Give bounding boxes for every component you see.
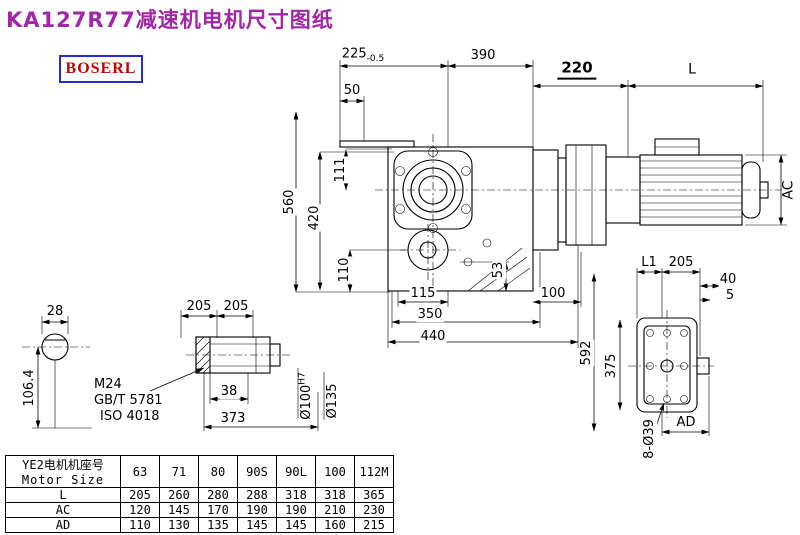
dim-AD: AD bbox=[675, 415, 697, 431]
motor-side-view bbox=[532, 138, 769, 251]
table-row-AC: AC 120 145 170 190 190 210 230 bbox=[5, 502, 394, 518]
note-gbt-5781: GB/T 5781 bbox=[94, 393, 163, 408]
value-L-71: 260 bbox=[159, 487, 199, 503]
dim-205-c: 205 bbox=[667, 255, 695, 271]
dim-220: 220 bbox=[557, 60, 597, 80]
dim-L: L bbox=[687, 61, 697, 78]
dim-40: 40 bbox=[718, 272, 738, 288]
dim-phi100-tolerance: H7 bbox=[297, 372, 308, 385]
note-m24: M24 bbox=[94, 377, 122, 392]
dim-375: 375 bbox=[604, 352, 620, 380]
value-AC-112M: 230 bbox=[354, 502, 394, 518]
motor-size-table: YE2电机机座号 Motor Size 63 71 80 90S 90L 100… bbox=[5, 455, 394, 533]
motor-size-90L: 90L bbox=[276, 455, 316, 488]
table-row-AD: AD 110 130 135 145 145 160 215 bbox=[5, 517, 394, 533]
dim-8-phi39: 8-Ø39 bbox=[642, 418, 658, 460]
value-L-90L: 318 bbox=[276, 487, 316, 503]
dim-225-value: 225 bbox=[341, 46, 367, 62]
note-iso-4018: ISO 4018 bbox=[100, 409, 160, 424]
dim-350: 350 bbox=[416, 307, 444, 323]
dim-225-tolerance: -0.5 bbox=[366, 54, 385, 65]
dim-115: 115 bbox=[409, 286, 437, 302]
value-L-80: 280 bbox=[198, 487, 238, 503]
dim-53: 53 bbox=[491, 260, 507, 280]
dim-205-b: 205 bbox=[222, 299, 250, 315]
dim-106-4: 106.4 bbox=[22, 368, 38, 408]
value-L-63: 205 bbox=[120, 487, 160, 503]
value-AD-100: 160 bbox=[315, 517, 355, 533]
dim-28: 28 bbox=[45, 304, 65, 320]
dim-50: 50 bbox=[342, 83, 362, 99]
dim-38: 38 bbox=[219, 384, 239, 400]
motor-size-112M: 112M bbox=[354, 455, 394, 488]
value-AC-71: 145 bbox=[159, 502, 199, 518]
table-row-L: L 205 260 280 288 318 318 365 bbox=[5, 487, 394, 503]
motor-size-71: 71 bbox=[159, 455, 199, 488]
value-L-100: 318 bbox=[315, 487, 355, 503]
motor-size-63: 63 bbox=[120, 455, 160, 488]
page-title: KA127R77减速机电机尺寸图纸 bbox=[6, 8, 334, 32]
value-AC-100: 210 bbox=[315, 502, 355, 518]
dim-111: 111 bbox=[333, 156, 349, 184]
dimension-lines bbox=[35, 63, 784, 435]
dim-phi135: Ø135 bbox=[325, 382, 341, 420]
dim-560: 560 bbox=[282, 188, 298, 216]
value-AC-80: 170 bbox=[198, 502, 238, 518]
value-L-112M: 365 bbox=[354, 487, 394, 503]
extension-lines bbox=[32, 60, 787, 436]
value-AD-80: 135 bbox=[198, 517, 238, 533]
table-header-row: YE2电机机座号 Motor Size 63 71 80 90S 90L 100… bbox=[5, 455, 394, 488]
value-AC-63: 120 bbox=[120, 502, 160, 518]
value-AD-63: 110 bbox=[120, 517, 160, 533]
dim-225: 225-0.5 bbox=[340, 46, 386, 65]
row-label-AD: AD bbox=[5, 517, 121, 533]
brand-logo: BOSERL bbox=[59, 55, 143, 83]
value-AD-112M: 215 bbox=[354, 517, 394, 533]
value-AD-90L: 145 bbox=[276, 517, 316, 533]
motor-size-100: 100 bbox=[315, 455, 355, 488]
motor-size-80: 80 bbox=[198, 455, 238, 488]
dim-phi100H7: Ø100H7 bbox=[297, 371, 314, 421]
table-header-cell: YE2电机机座号 Motor Size bbox=[5, 455, 121, 488]
dim-390: 390 bbox=[469, 48, 497, 64]
dim-373: 373 bbox=[219, 411, 247, 427]
value-AC-90L: 190 bbox=[276, 502, 316, 518]
dim-L1: L1 bbox=[640, 255, 658, 271]
value-AD-90S: 145 bbox=[237, 517, 277, 533]
dim-420: 420 bbox=[307, 204, 323, 232]
dim-205-a: 205 bbox=[185, 299, 213, 315]
brand-logo-text: BOSERL bbox=[65, 60, 137, 77]
dim-100: 100 bbox=[539, 286, 567, 302]
value-AC-90S: 190 bbox=[237, 502, 277, 518]
shaft-detail-view bbox=[186, 336, 292, 374]
motor-size-90S: 90S bbox=[237, 455, 277, 488]
dim-110: 110 bbox=[337, 256, 353, 284]
row-label-AC: AC bbox=[5, 502, 121, 518]
dim-592: 592 bbox=[579, 339, 595, 367]
input-shaft-end-view bbox=[22, 333, 90, 428]
dim-AC: AC bbox=[780, 179, 797, 201]
value-L-90S: 288 bbox=[237, 487, 277, 503]
output-flange-view bbox=[628, 310, 714, 418]
dim-440: 440 bbox=[419, 329, 447, 345]
dim-phi100-value: Ø100 bbox=[298, 384, 314, 420]
row-label-L: L bbox=[5, 487, 121, 503]
value-AD-71: 130 bbox=[159, 517, 199, 533]
dim-5: 5 bbox=[724, 288, 736, 304]
table-header-en: Motor Size bbox=[21, 473, 105, 487]
table-header-cn: YE2电机机座号 bbox=[22, 458, 104, 472]
